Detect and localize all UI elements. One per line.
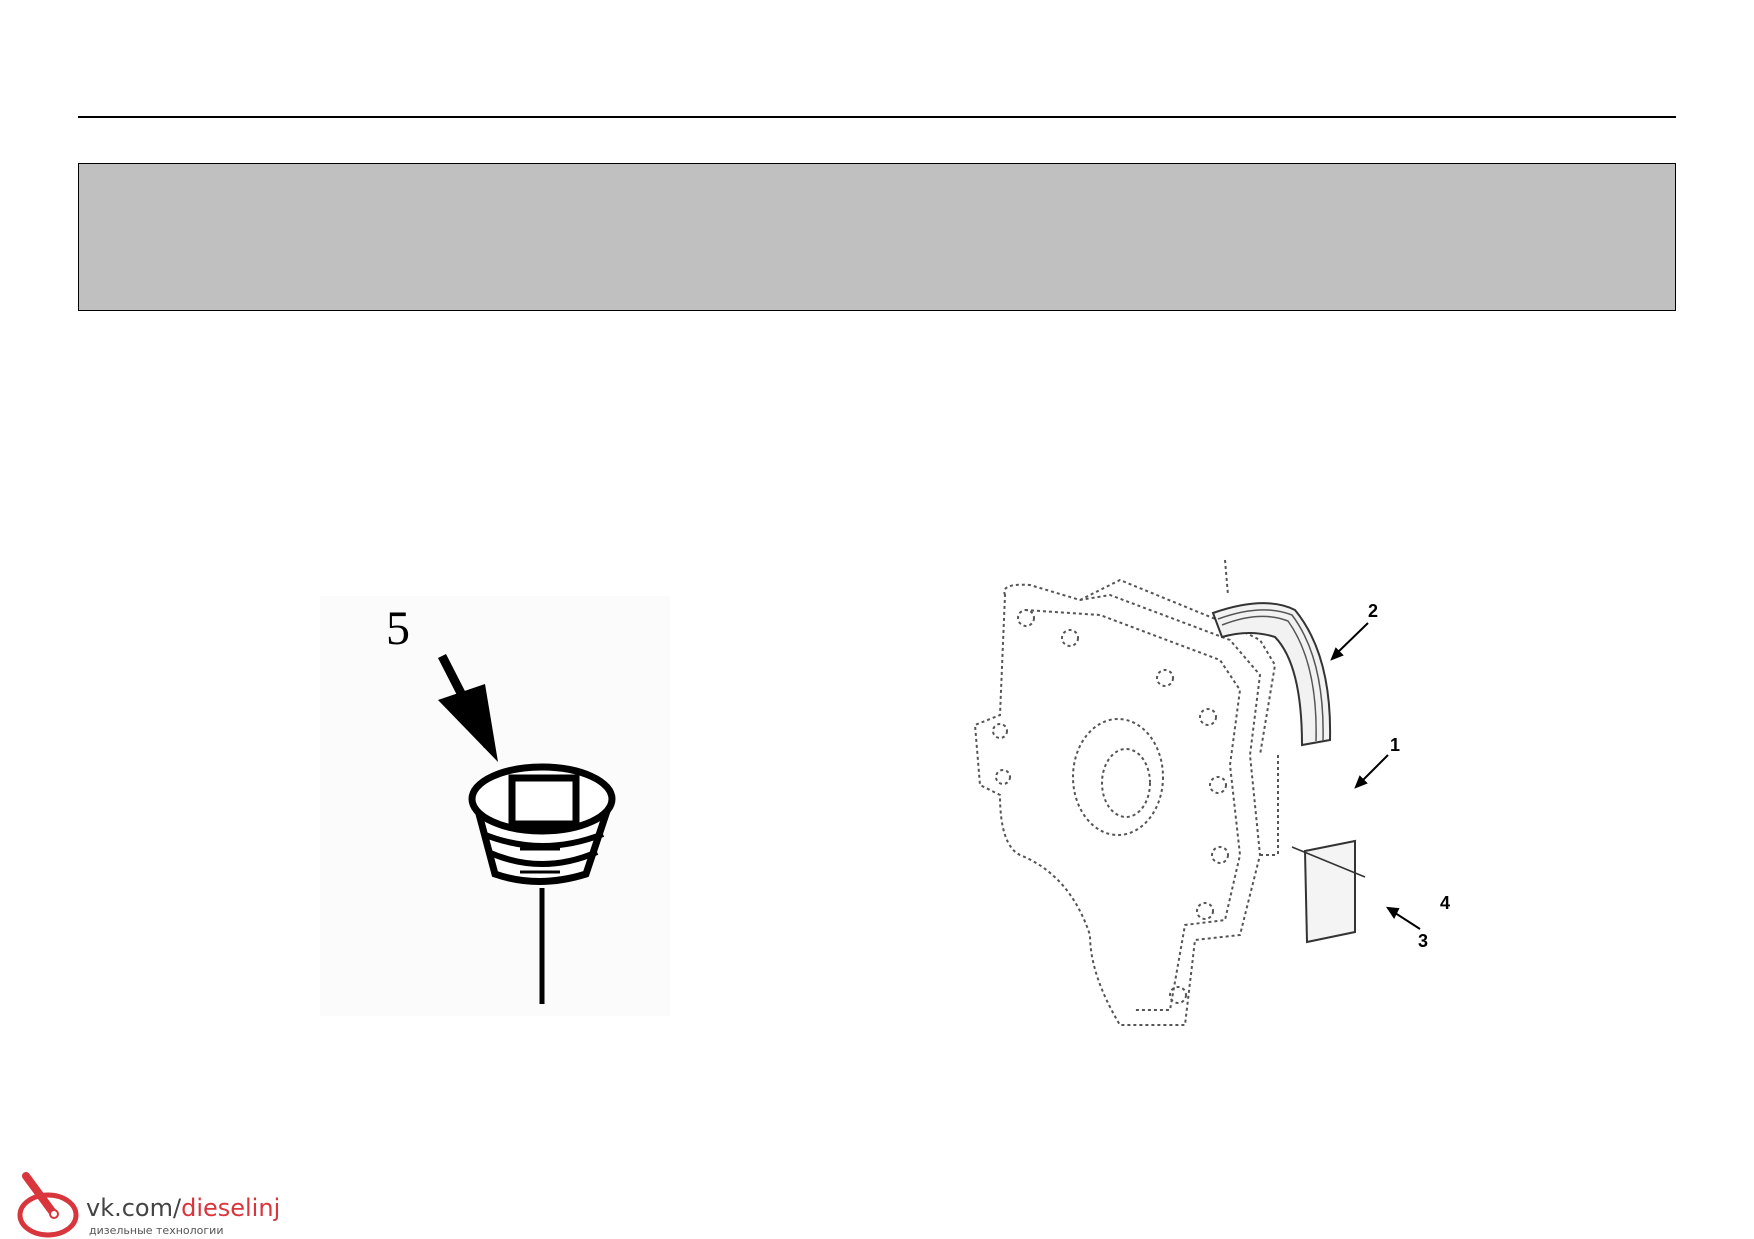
top-rule [78,116,1676,118]
injector-logo-icon [17,1172,79,1238]
watermark: vk.com/dieselinj дизельные технологии [16,1168,336,1238]
plug-square-socket [508,774,580,828]
callout-5: 5 [386,602,410,655]
arrow-head-icon [438,684,498,762]
leader-3 [1391,910,1421,930]
callout-2: 2 [1368,601,1378,621]
callout-4: 4 [1440,893,1450,913]
watermark-domain: vk.com/ [86,1194,182,1222]
callout-3: 3 [1418,931,1428,951]
leader-2 [1334,622,1369,656]
figure-plug: 5 [320,596,670,1016]
cover-plate [1303,839,1356,944]
figure-gear-cover: 2 1 3 4 [960,555,1480,1035]
leader-1 [1359,754,1389,784]
header-band [78,163,1676,311]
watermark-tagline: дизельные технологии [89,1224,224,1237]
housing-outline [973,583,1262,1026]
callout-1: 1 [1390,735,1400,755]
gear-cover-icon: 2 1 3 4 [973,559,1450,1026]
watermark-url: vk.com/dieselinj [86,1196,280,1220]
plug-icon: 5 [320,596,670,1016]
watermark-channel: dieselinj [181,1194,281,1222]
shaft-boss [1072,718,1164,836]
curved-seal-plate [1211,602,1332,747]
